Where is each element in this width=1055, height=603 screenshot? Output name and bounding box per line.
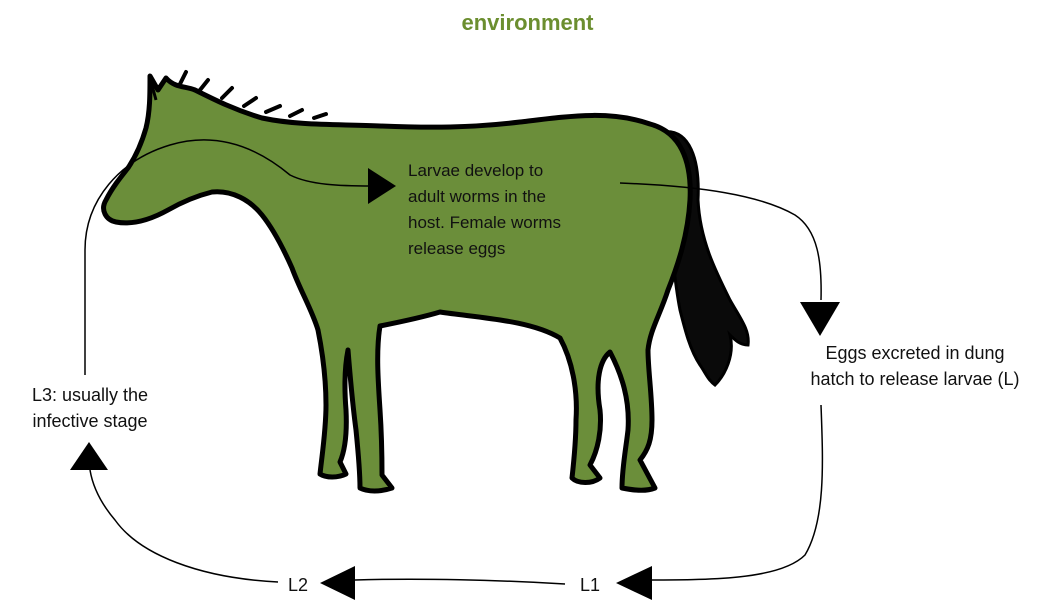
host-stage-line: release eggs <box>408 236 618 262</box>
host-stage-label: Larvae develop to adult worms in the hos… <box>408 158 618 262</box>
triangle-arrowhead-icon <box>70 442 108 470</box>
l3-stage-line: infective stage <box>10 408 170 434</box>
triangle-arrowhead-icon <box>800 302 840 336</box>
l3-stage-label: L3: usually the infective stage <box>10 382 170 434</box>
triangle-arrowhead-icon <box>616 566 652 600</box>
l1-stage-label: L1 <box>570 572 610 598</box>
diagram-title: environment <box>0 10 1055 36</box>
host-stage-line: host. Female worms <box>408 210 618 236</box>
l2-stage-label: L2 <box>278 572 318 598</box>
eggs-stage-line: Eggs excreted in dung <box>775 340 1055 366</box>
l3-stage-line: L3: usually the <box>10 382 170 408</box>
host-stage-line: Larvae develop to <box>408 158 618 184</box>
arrow-l1-to-l2 <box>355 579 565 584</box>
host-stage-line: adult worms in the <box>408 184 618 210</box>
eggs-stage-line: hatch to release larvae (L) <box>775 366 1055 392</box>
eggs-stage-label: Eggs excreted in dung hatch to release l… <box>775 340 1055 392</box>
triangle-arrowhead-icon <box>320 566 355 600</box>
arrow-eggs-to-l1 <box>640 405 822 580</box>
arrow-l2-to-l3 <box>90 470 278 582</box>
horse-silhouette-icon <box>104 76 691 491</box>
